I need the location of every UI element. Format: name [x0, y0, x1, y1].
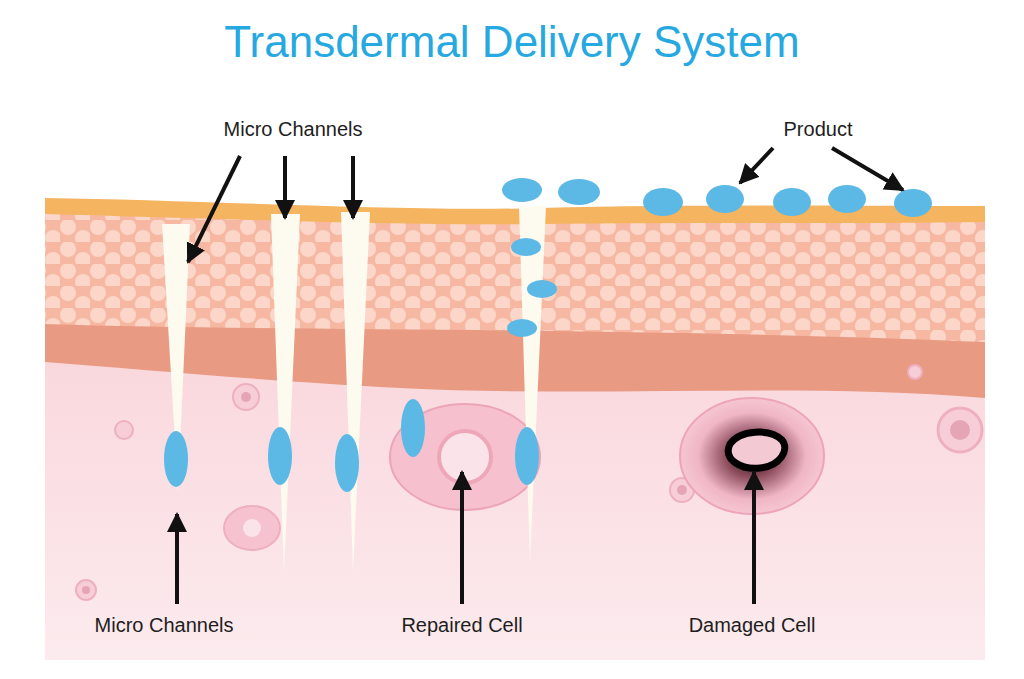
- product-drop: [828, 185, 866, 213]
- cell-nucleus: [82, 586, 90, 594]
- cell-nucleus: [439, 431, 491, 483]
- product-drops: [164, 178, 932, 492]
- leader-arrow: [351, 156, 355, 218]
- leader-arrows: [177, 148, 903, 604]
- micro-channel: [271, 214, 300, 572]
- micro-channel: [162, 224, 190, 492]
- callout-label: Micro Channels: [95, 614, 234, 637]
- product-drop: [515, 427, 539, 485]
- cell-nucleus: [243, 519, 261, 537]
- product-drop: [773, 188, 811, 216]
- product-drop: [643, 188, 683, 216]
- leader-arrow: [188, 156, 240, 262]
- callout-label: Damaged Cell: [689, 614, 816, 637]
- micro-channels: [162, 206, 546, 572]
- cell: [224, 506, 280, 550]
- leader-arrow: [752, 472, 756, 604]
- callout-label: Micro Channels: [224, 118, 363, 141]
- product-drop: [527, 280, 557, 298]
- product-drop: [164, 431, 188, 487]
- product-drop: [558, 179, 600, 205]
- cell: [938, 408, 982, 452]
- product-drop: [335, 434, 359, 492]
- cell: [115, 421, 133, 439]
- cell-nucleus: [241, 392, 251, 402]
- dermis-layer: [45, 300, 985, 660]
- product-drop: [502, 178, 542, 202]
- product-drop: [894, 189, 932, 217]
- product-drop: [401, 399, 425, 457]
- cell-nucleus: [677, 485, 687, 495]
- product-drop: [507, 319, 537, 337]
- cell-nucleus: [950, 420, 970, 440]
- leader-arrow: [283, 156, 287, 218]
- product-drop: [511, 238, 541, 256]
- cell: [233, 384, 259, 410]
- callout-label: Repaired Cell: [401, 614, 522, 637]
- callout-label: Product: [784, 118, 853, 141]
- micro-channel: [519, 206, 546, 562]
- product-drop: [706, 185, 744, 213]
- leader-arrow: [175, 514, 179, 604]
- micro-channel: [341, 212, 370, 572]
- diagram-title: Transdermal Delivery System: [224, 17, 799, 67]
- cell: [76, 580, 96, 600]
- cell: [908, 365, 922, 379]
- damaged-nucleus: [728, 432, 785, 468]
- leader-arrow: [740, 148, 773, 183]
- leader-arrow: [460, 472, 464, 604]
- leader-arrow: [832, 148, 903, 190]
- product-drop: [268, 427, 292, 485]
